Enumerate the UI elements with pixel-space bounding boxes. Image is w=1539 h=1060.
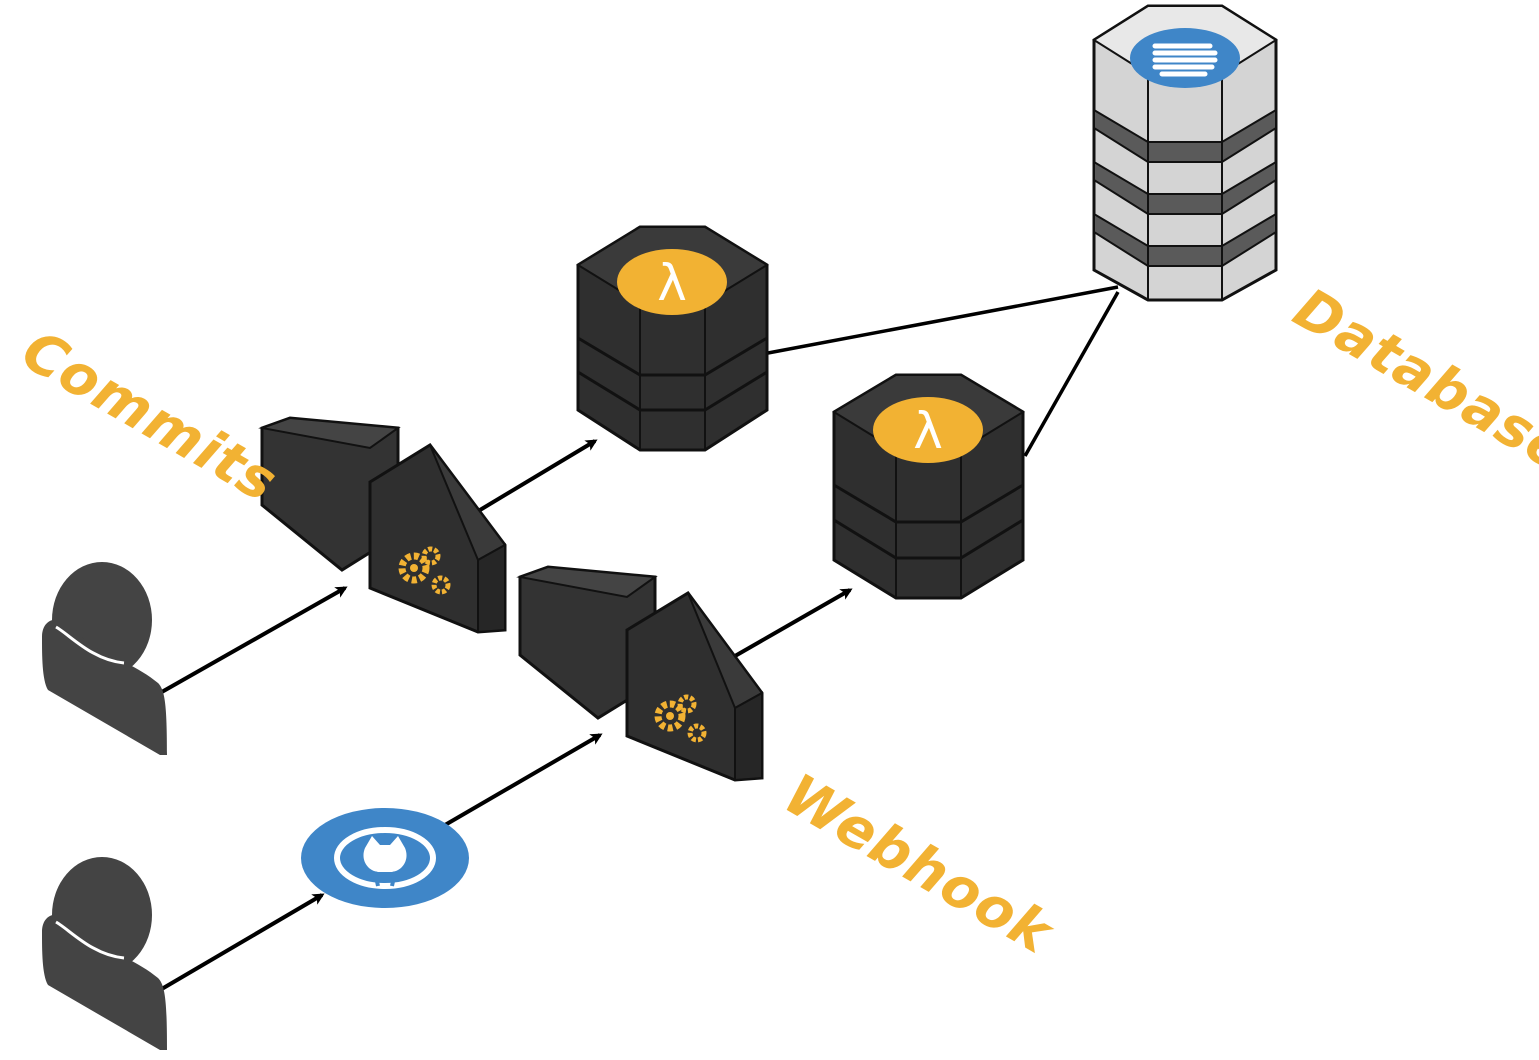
gears-icon [398, 546, 451, 595]
lambda-icon: λ [576, 225, 769, 452]
user-icon [42, 857, 167, 1050]
gears-icon [654, 694, 707, 743]
connector-lines [158, 285, 1120, 992]
api-gateway-gears-icon [516, 565, 764, 782]
github-octocat-icon [301, 808, 469, 908]
commits-label: Commits [11, 318, 288, 516]
lambda-symbol: λ [913, 402, 943, 460]
api-gateway-gears-icon [258, 416, 507, 634]
gateway2-to-lambda2-arrow [734, 588, 853, 658]
lambda2-to-database-line [1023, 291, 1120, 457]
lambda-symbol: λ [657, 254, 687, 312]
database-label: Database [1283, 276, 1539, 485]
lambda-icon: λ [832, 373, 1025, 600]
user2-to-github-arrow [158, 893, 325, 992]
user1-to-gateway1-arrow [159, 586, 348, 695]
webhook-label: Webhook [773, 762, 1065, 968]
github-to-gateway2-arrow [443, 733, 603, 827]
user-icon [42, 562, 167, 755]
lambda1-to-database-line [767, 285, 1119, 355]
gateway1-to-lambda1-arrow [478, 439, 598, 512]
database-stack-icon [1092, 4, 1278, 302]
